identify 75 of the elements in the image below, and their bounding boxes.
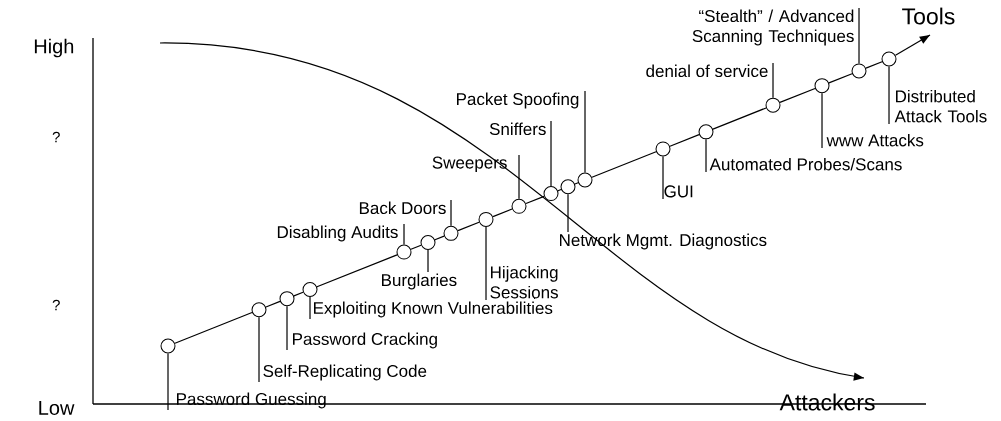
line-segment (574, 182, 579, 185)
axis-label: Low (39, 401, 75, 415)
callout-label: Back Doors (359, 201, 446, 215)
leader-line (403, 223, 405, 246)
leader-line (485, 226, 487, 301)
callout-label: Password Cracking (293, 332, 437, 349)
leader-line (888, 65, 890, 125)
callout-label: www Attacks (826, 133, 924, 147)
axis-title: Tools (902, 7, 955, 25)
point-circle (420, 235, 436, 250)
leader-line (772, 62, 774, 99)
leader-line (427, 249, 429, 273)
line-segment (557, 188, 562, 192)
line-segment (669, 134, 700, 147)
callout-label: Disabling Audits (277, 225, 398, 242)
leader-line (309, 296, 311, 320)
callout-label: Hijacking Sessions (490, 265, 558, 299)
leader-line (167, 352, 169, 411)
callout-label: Burglaries (382, 273, 457, 290)
point-circle (251, 302, 267, 318)
axis-label: High (34, 38, 74, 58)
point-circle (560, 179, 576, 195)
curved-arrow (159, 42, 865, 381)
line-segment (492, 208, 513, 218)
callout-label: “Stealth” / Advanced Scanning Techniques (692, 9, 854, 46)
callout-label: Sniffers (489, 122, 546, 136)
line-segment (293, 291, 304, 297)
point-circle (577, 172, 593, 188)
point-circle (698, 124, 714, 140)
point-circle (511, 198, 527, 214)
callout-label: GUI (664, 185, 693, 198)
callout-label: Self-Replicating Code (263, 364, 427, 381)
leader-line (705, 138, 707, 173)
line-segment (316, 254, 398, 288)
leader-line (858, 7, 860, 65)
axis-label: ? (52, 299, 60, 311)
leader-line (584, 90, 586, 174)
leader-line (821, 92, 823, 149)
point-circle (160, 338, 176, 354)
line-segment (410, 244, 422, 250)
leader-line (662, 155, 664, 200)
point-circle (396, 244, 412, 260)
point-circle (478, 211, 494, 227)
leader-line (450, 199, 452, 227)
point-circle (443, 225, 459, 241)
point-circle (302, 282, 318, 297)
point-circle (881, 51, 897, 67)
leader-line (518, 154, 520, 200)
callout-label: Exploiting Known Vulnerabilities (314, 301, 553, 318)
point-circle (279, 291, 295, 307)
point-circle (765, 97, 781, 113)
callout-label: Automated Probes/Scans (709, 157, 902, 171)
line-segment (434, 235, 445, 241)
line-segment (525, 195, 545, 205)
line-segment (457, 221, 480, 232)
leader-line (567, 193, 569, 233)
callout-label: Packet Spoofing (457, 92, 579, 109)
point-circle (814, 78, 830, 94)
line-segment (865, 61, 883, 69)
point-circle (655, 141, 671, 157)
callout-label: Distributed Attack Tools (894, 89, 987, 123)
leader-line (550, 120, 552, 187)
point-circle (851, 63, 867, 79)
leader-line (258, 316, 260, 383)
point-circle (543, 186, 559, 202)
axis-label: ? (52, 131, 60, 143)
line-segment (712, 107, 767, 130)
arrow (894, 34, 931, 56)
line-segment (265, 300, 281, 308)
line-segment (591, 151, 657, 178)
line-segment (779, 87, 816, 103)
callout-label: denial of service (646, 64, 768, 78)
leader-line (286, 305, 288, 351)
line-segment (828, 73, 853, 84)
line-segment (174, 311, 253, 344)
